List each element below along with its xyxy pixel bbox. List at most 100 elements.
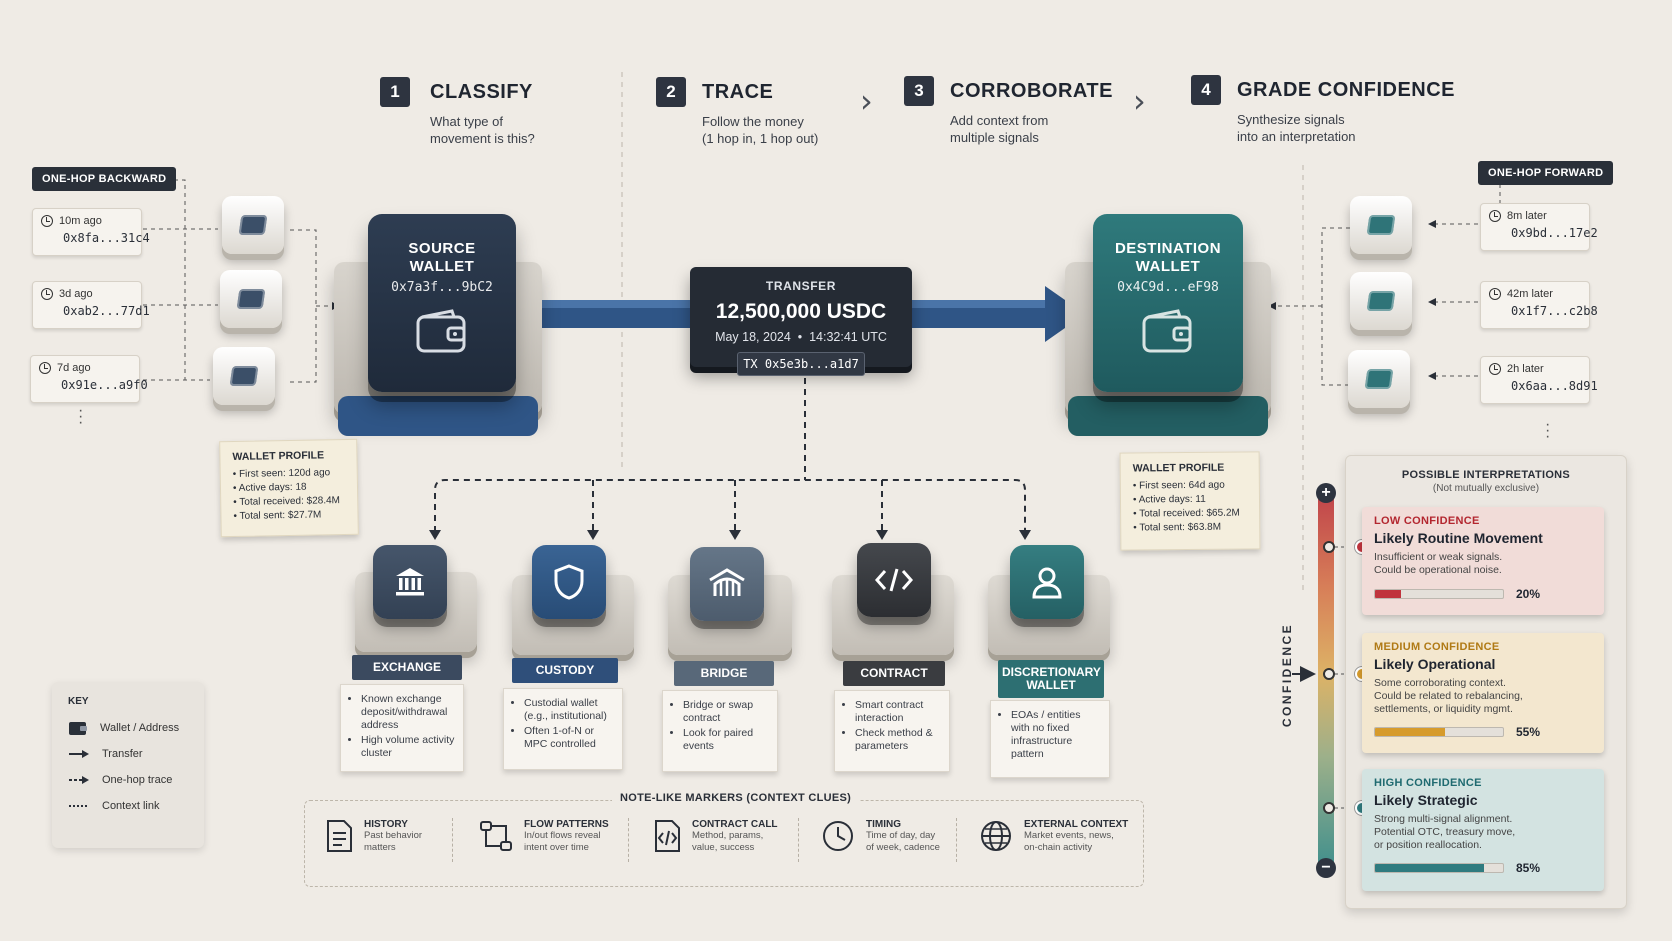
interpretation-high[interactable]: HIGH CONFIDENCE Likely Strategic Strong … xyxy=(1362,769,1604,891)
destination-wallet-label: DESTINATION WALLET xyxy=(1114,240,1222,275)
dashed-arrow-icon xyxy=(69,776,89,784)
profile-line: • Total received: $65.2M xyxy=(1133,507,1240,520)
backward-hop-card[interactable]: 3d ago 0xab2...77d1 xyxy=(32,281,150,329)
level-dot-medium xyxy=(1323,668,1335,680)
dotted-line-icon xyxy=(69,805,88,807)
step-number: 4 xyxy=(1191,75,1221,105)
context-markers-title: NOTE-LIKE MARKERS (CONTEXT CLUES) xyxy=(612,792,860,804)
backward-wallet-node[interactable] xyxy=(213,347,275,405)
hop-time: 7d ago xyxy=(57,362,91,374)
source-wallet-label: SOURCE WALLET xyxy=(408,240,476,275)
step-trace: 2 TRACE Follow the money (1 hop in, 1 ho… xyxy=(656,77,818,147)
interpretation-name: Likely Routine Movement xyxy=(1374,530,1543,546)
interpretations-subtitle: (Not mutually exclusive) xyxy=(1432,483,1540,494)
custody-node[interactable] xyxy=(532,545,606,619)
confidence-percent: 55% xyxy=(1516,725,1541,739)
bridge-node[interactable] xyxy=(690,547,764,621)
interpretation-low[interactable]: LOW CONFIDENCE Likely Routine Movement I… xyxy=(1362,507,1604,615)
confidence-bar xyxy=(1374,863,1504,873)
step-subtitle: Add context from multiple signals xyxy=(950,113,1049,145)
interpretation-level: HIGH CONFIDENCE xyxy=(1374,777,1482,789)
profile-title: WALLET PROFILE xyxy=(1132,461,1225,475)
decrease-icon[interactable]: − xyxy=(1316,858,1336,878)
bridge-icon xyxy=(709,568,745,596)
step-corroborate: 3 CORROBORATE Add context from multiple … xyxy=(904,76,1113,146)
svg-text:›: › xyxy=(1133,82,1146,120)
step-title: TRACE xyxy=(702,80,774,103)
interpretation-description: Insufficient or weak signals. Could be o… xyxy=(1374,551,1503,576)
destination-wallet-address: 0x4C9d...eF98 xyxy=(1117,280,1219,295)
person-icon xyxy=(1032,567,1062,599)
hop-time: 3d ago xyxy=(59,288,93,300)
wallet-gem-icon xyxy=(1364,369,1394,389)
exchange-node[interactable] xyxy=(373,545,447,619)
forward-hop-card[interactable]: 8m later 0x9bd...17e2 xyxy=(1480,203,1598,251)
interpretation-description: Strong multi-signal alignment. Potential… xyxy=(1374,813,1516,851)
discretionary-node[interactable] xyxy=(1010,545,1084,619)
marker-divider xyxy=(798,818,799,862)
forward-wallet-node[interactable] xyxy=(1350,272,1412,330)
step-subtitle: Synthesize signals into an interpretatio… xyxy=(1237,112,1356,144)
interpretation-level: LOW CONFIDENCE xyxy=(1374,515,1480,527)
one-hop-forward-label: ONE-HOP FORWARD xyxy=(1478,161,1614,185)
discretionary-tag: DISCRETIONARY WALLET xyxy=(998,660,1104,698)
arrow-icon xyxy=(69,750,89,758)
interpretation-name: Likely Strategic xyxy=(1374,792,1478,808)
key-title: KEY xyxy=(68,696,89,707)
step-number: 3 xyxy=(904,76,934,106)
bank-icon xyxy=(396,568,424,596)
clock-icon xyxy=(823,821,853,851)
interpretation-level: MEDIUM CONFIDENCE xyxy=(1374,641,1500,653)
destination-wallet[interactable]: DESTINATION WALLET 0x4C9d...eF98 xyxy=(1093,214,1243,392)
marker-divider xyxy=(956,818,957,862)
profile-line: • Total sent: $63.8M xyxy=(1133,521,1222,534)
level-dot-low xyxy=(1323,541,1335,553)
interpretation-medium[interactable]: MEDIUM CONFIDENCE Likely Operational Som… xyxy=(1362,633,1604,753)
wallet-icon xyxy=(69,722,87,735)
source-wallet[interactable]: SOURCE WALLET 0x7a3f...9bC2 xyxy=(368,214,516,392)
clock-icon xyxy=(41,288,53,300)
profile-line: • Total sent: $27.7M xyxy=(233,509,322,522)
wallet-icon xyxy=(1142,309,1192,353)
wallet-gem-icon xyxy=(238,215,268,235)
backward-hop-card[interactable]: 10m ago 0x8fa...31c4 xyxy=(32,208,150,256)
source-wallet-address: 0x7a3f...9bC2 xyxy=(391,280,493,295)
hop-address: 0x6aa...8d91 xyxy=(1511,379,1598,393)
confidence-percent: 20% xyxy=(1516,587,1541,601)
backward-wallet-node[interactable] xyxy=(222,196,284,254)
wallet-gem-icon xyxy=(1366,215,1396,235)
bridge-tag: BRIDGE xyxy=(674,661,774,686)
step-grade-confidence: 4 GRADE CONFIDENCE Synthesize signals in… xyxy=(1191,75,1455,145)
profile-title: WALLET PROFILE xyxy=(232,449,325,463)
hop-address: 0x91e...a9f0 xyxy=(61,378,148,392)
hop-address: 0x1f7...c2b8 xyxy=(1511,304,1598,318)
one-hop-backward-label: ONE-HOP BACKWARD xyxy=(32,167,177,191)
interpretation-name: Likely Operational xyxy=(1374,656,1496,672)
transfer-card[interactable]: TRANSFER 12,500,000 USDC May 18, 2024 • … xyxy=(690,267,912,367)
forward-wallet-node[interactable] xyxy=(1350,196,1412,254)
transfer-tx-hash[interactable]: TX 0x5e3b...a1d7 xyxy=(737,352,865,376)
step-title: CLASSIFY xyxy=(430,80,533,103)
marker-divider xyxy=(628,818,629,862)
step-title: CORROBORATE xyxy=(950,79,1113,102)
profile-line: • Active days: 11 xyxy=(1132,493,1206,506)
hop-address: 0x9bd...17e2 xyxy=(1511,226,1598,240)
contract-tag: CONTRACT xyxy=(843,661,945,686)
source-wallet-base xyxy=(338,396,538,436)
forward-hop-card[interactable]: 2h later 0x6aa...8d91 xyxy=(1480,356,1598,404)
flow-icon xyxy=(480,821,512,851)
backward-wallet-node[interactable] xyxy=(220,270,282,328)
more-ellipsis: ··· xyxy=(1545,416,1551,445)
transfer-datetime: May 18, 2024 • 14:32:41 UTC xyxy=(715,330,887,344)
backward-hop-card[interactable]: 7d ago 0x91e...a9f0 xyxy=(30,355,148,403)
contract-node[interactable] xyxy=(857,543,931,617)
clock-icon xyxy=(1489,210,1501,222)
forward-wallet-node[interactable] xyxy=(1348,350,1410,408)
increase-icon[interactable]: + xyxy=(1316,483,1336,503)
clock-icon xyxy=(1489,288,1501,300)
confidence-bar xyxy=(1374,589,1504,599)
profile-line: • Total received: $28.4M xyxy=(233,495,341,508)
forward-hop-card[interactable]: 42m later 0x1f7...c2b8 xyxy=(1480,281,1598,329)
